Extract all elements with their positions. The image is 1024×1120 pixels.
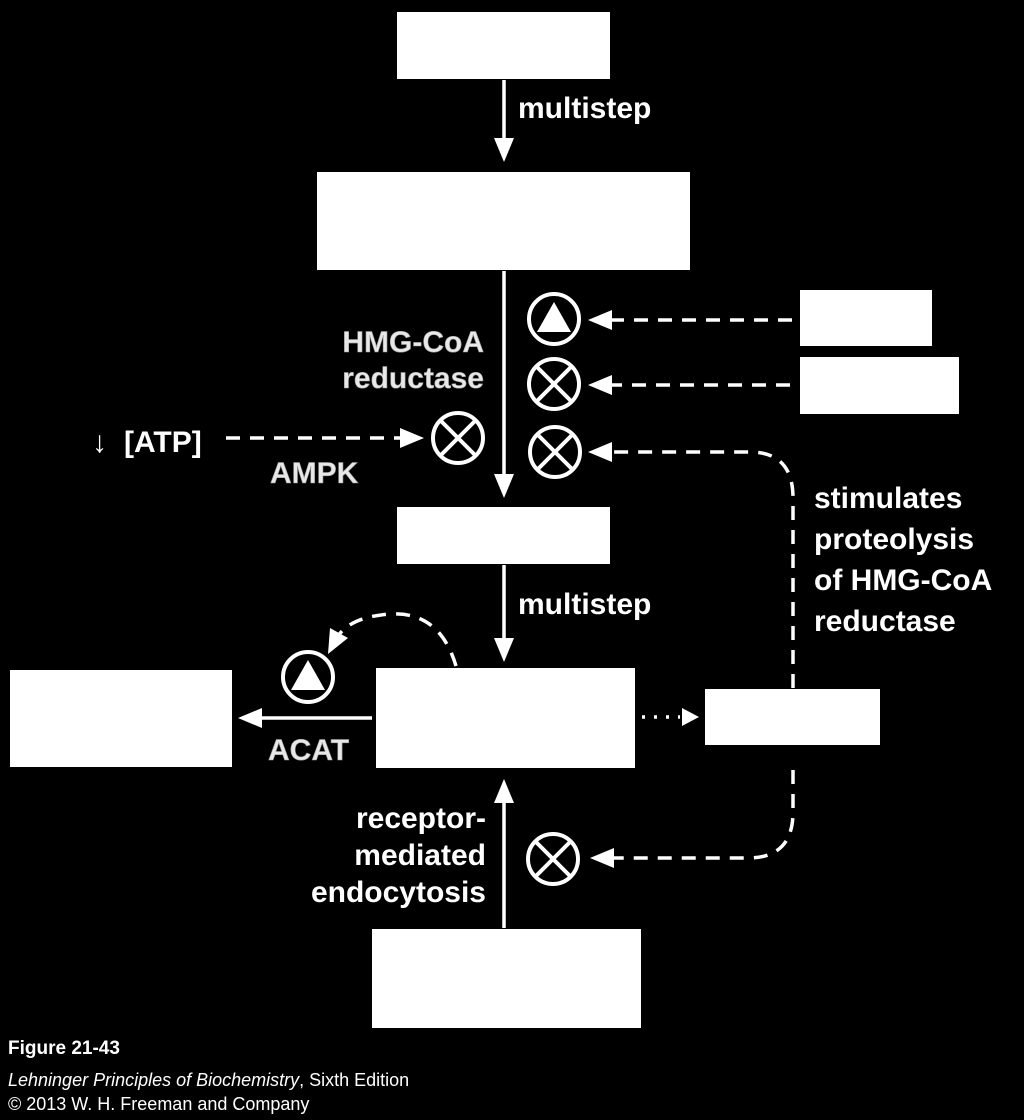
book-citation: Lehninger Principles of Biochemistry, Si… — [8, 1070, 409, 1091]
label-acat: ACAT — [268, 734, 349, 767]
box-ldl — [372, 929, 641, 1028]
label-reductase: reductase — [342, 362, 484, 395]
inhibit-icon — [528, 425, 582, 479]
label-receptor: receptor- — [356, 802, 486, 835]
stimulate-icon — [281, 650, 335, 704]
label-ampk: AMPK — [270, 457, 359, 490]
label-endocytosis: endocytosis — [311, 876, 486, 909]
arrow-head — [328, 628, 348, 654]
arrow-head — [494, 779, 514, 803]
book-edition: , Sixth Edition — [299, 1070, 410, 1090]
arrow-head — [494, 638, 514, 662]
inhibit-icon — [431, 411, 485, 465]
inhibit-icon — [526, 832, 580, 886]
label-stimulates-1: stimulates — [814, 482, 962, 515]
label-mediated: mediated — [354, 839, 486, 872]
arrow-head — [682, 708, 699, 726]
book-title: Lehninger Principles of Biochemistry — [8, 1070, 300, 1090]
arrow-head — [588, 375, 612, 395]
box-right-upper — [800, 290, 932, 346]
stimulate-icon — [527, 292, 581, 346]
copyright: © 2013 W. H. Freeman and Company — [8, 1094, 310, 1114]
box-cholesteryl-esters — [10, 670, 232, 767]
label-hmg-coa: HMG-CoA — [342, 326, 484, 359]
label-stimulates-2: proteolysis — [814, 523, 974, 556]
box-cholesterol — [376, 668, 635, 768]
arrow-head — [238, 708, 262, 728]
arrow-head — [400, 428, 424, 448]
box-hmg-coa — [317, 172, 690, 270]
arrow-head — [588, 442, 612, 462]
atp-down-arrow-icon: ↓ — [92, 426, 107, 459]
label-stimulates-4: reductase — [814, 605, 956, 638]
dashed-feedback-down — [614, 770, 795, 860]
arrow-head — [590, 848, 614, 868]
label-stimulates-3: of HMG-CoA — [814, 564, 992, 597]
box-mevalonate — [397, 507, 610, 564]
arrow-head — [494, 474, 514, 498]
label-multistep-top: multistep — [518, 92, 651, 125]
label-multistep-bottom: multistep — [518, 588, 651, 621]
box-oxysterols — [705, 689, 880, 745]
label-atp: [ATP] — [124, 426, 202, 459]
box-right-lower — [800, 357, 959, 414]
arrow-head — [494, 138, 514, 162]
dashed-curve-acat — [336, 612, 458, 667]
inhibit-icon — [527, 357, 581, 411]
box-top — [397, 12, 610, 79]
dashed-feedback-up — [612, 450, 795, 688]
arrow-head — [588, 310, 612, 330]
figure-number: Figure 21-43 — [8, 1038, 120, 1059]
